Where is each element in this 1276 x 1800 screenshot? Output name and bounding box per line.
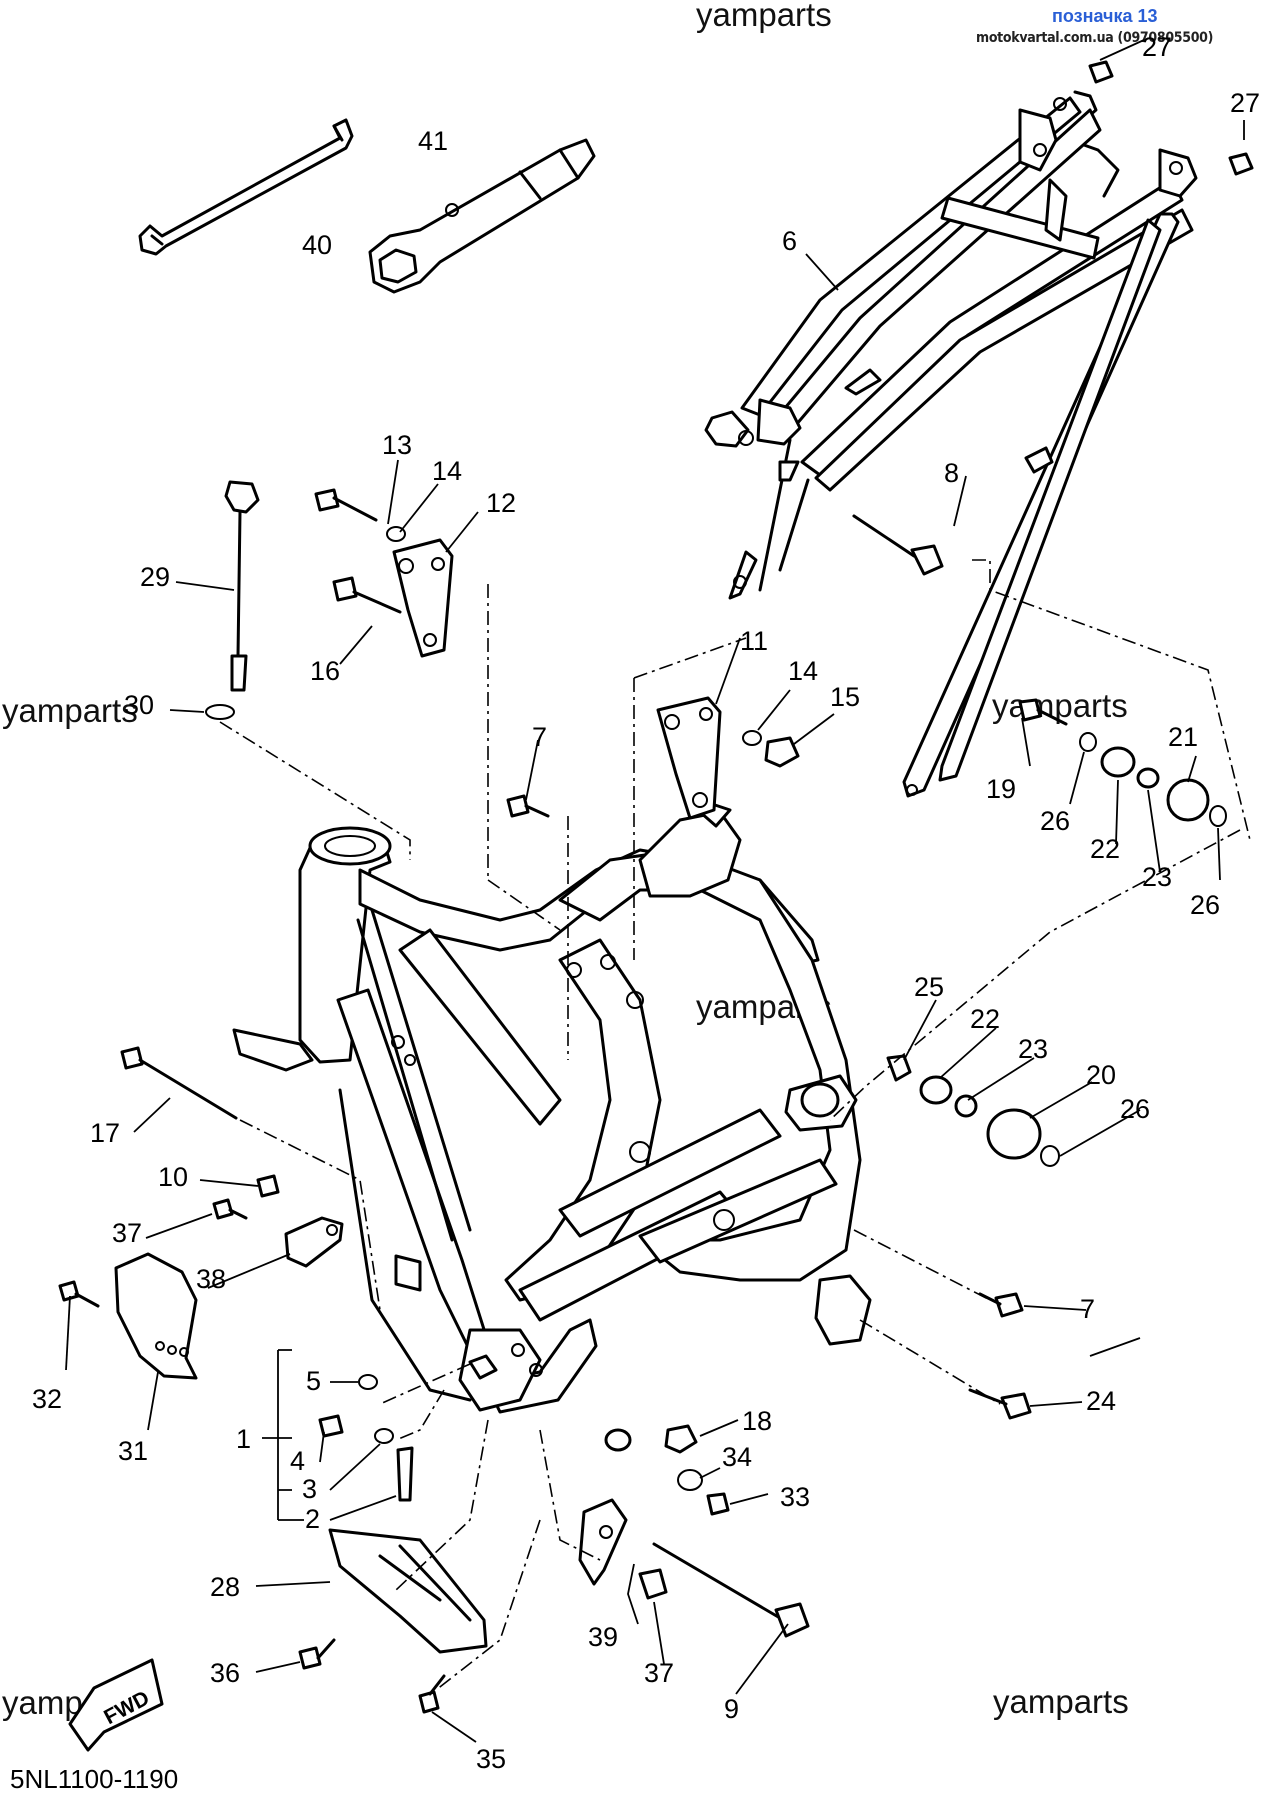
watermark: yamparts	[993, 1683, 1129, 1720]
part-number-label: 28	[210, 1572, 240, 1602]
leader-lines	[65, 39, 1251, 1743]
part-number-label: 13	[382, 430, 412, 460]
part-number-label: 33	[780, 1482, 810, 1512]
part-number-label: 34	[722, 1442, 752, 1472]
part-number-label: 5	[306, 1366, 321, 1396]
socket-tool-drawing	[368, 138, 596, 294]
subframe-drawing	[704, 90, 1198, 798]
part-number-label: 4	[290, 1446, 305, 1476]
watermark: yamparts	[992, 687, 1128, 724]
part-number-label: 7	[532, 722, 547, 752]
part-number-label: 30	[124, 690, 154, 720]
part-number-label: 7	[1080, 1294, 1095, 1324]
part-number-label: 12	[486, 488, 516, 518]
part-number-label: 24	[1086, 1386, 1116, 1416]
part-number-label: 36	[210, 1658, 240, 1688]
site-caption: motokvartal.com.ua (0970805500)	[976, 30, 1214, 46]
part-number-label: 25	[914, 972, 944, 1002]
part-number-label: 21	[1168, 722, 1198, 752]
watermark: yamparts	[2, 692, 138, 729]
part-number-label: 39	[588, 1622, 618, 1652]
part-number-label: 16	[310, 656, 340, 686]
watermark: yamparts	[696, 0, 832, 33]
part-number-label: 29	[140, 562, 170, 592]
part-number-label: 23	[1018, 1034, 1048, 1064]
wrench-drawing	[138, 118, 354, 256]
part-number-label: 20	[1086, 1060, 1116, 1090]
part-number-label: 14	[788, 656, 818, 686]
part-number-label: 22	[970, 1004, 1000, 1034]
part-number-label: 26	[1040, 806, 1070, 836]
part-number-label: 40	[302, 230, 332, 260]
small-parts-drawing: FWD	[58, 60, 1254, 1752]
part-number-label: 10	[158, 1162, 188, 1192]
part-number-label: 26	[1190, 890, 1220, 920]
part-number-label: 26	[1120, 1094, 1150, 1124]
part-number-label: 27	[1142, 32, 1172, 62]
part-number-label: 2	[305, 1504, 320, 1534]
part-number-label: 3	[302, 1474, 317, 1504]
part-number-label: 31	[118, 1436, 148, 1466]
part-number-label: 6	[782, 226, 797, 256]
part-number-label: 35	[476, 1744, 506, 1774]
part-number-label: 22	[1090, 834, 1120, 864]
diagram-code: 5NL1100-1190	[10, 1764, 179, 1794]
part-number-label: 9	[724, 1694, 739, 1724]
part-number-label: 15	[830, 682, 860, 712]
reference-link[interactable]: позначка 13	[1052, 6, 1158, 26]
part-number-label: 18	[742, 1406, 772, 1436]
part-number-label: 14	[432, 456, 462, 486]
part-number-label: 17	[90, 1118, 120, 1148]
part-number-label: 8	[944, 458, 959, 488]
part-number-label: 37	[644, 1658, 674, 1688]
part-number-label: 27	[1230, 88, 1260, 118]
part-number-label: 19	[986, 774, 1016, 804]
part-number-label: 41	[418, 126, 448, 156]
part-number-label: 32	[32, 1384, 62, 1414]
part-number-label: 37	[112, 1218, 142, 1248]
main-frame-drawing	[232, 802, 872, 1414]
part-number-label: 38	[196, 1264, 226, 1294]
part-number-labels: 1 2 3 4 5 6 7 7 8 9 10 11 12 13 14 14 15…	[32, 32, 1260, 1774]
part-number-label: 11	[740, 626, 768, 656]
part-number-label: 1	[236, 1424, 251, 1454]
part-number-label: 23	[1142, 862, 1172, 892]
